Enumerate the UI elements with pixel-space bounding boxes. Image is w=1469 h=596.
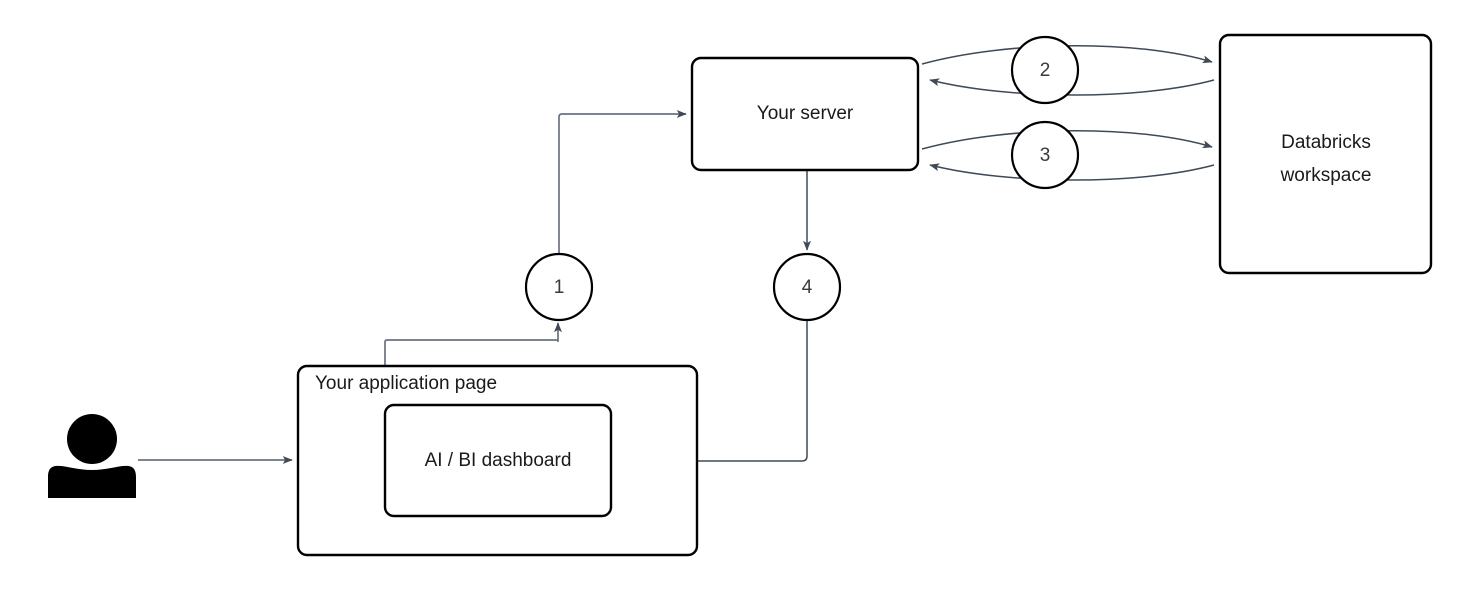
edge-step-2-server-workspace	[921, 45, 1215, 96]
edge-step-4-to-dashboard	[615, 320, 808, 465]
step-marker-3-label: 3	[1040, 145, 1051, 166]
step-marker-2[interactable]: 2	[1010, 35, 1080, 105]
node-databricks-workspace-label-line1: Databricks	[1281, 132, 1371, 153]
edge-step-3-server-workspace	[921, 130, 1215, 181]
node-your-server[interactable]: Your server	[690, 56, 920, 172]
node-databricks-workspace[interactable]: Databricks workspace	[1218, 33, 1433, 275]
node-your-server-label: Your server	[757, 103, 854, 124]
node-ai-bi-dashboard[interactable]: AI / BI dashboard	[383, 403, 613, 518]
step-marker-2-label: 2	[1040, 60, 1051, 81]
step-marker-1[interactable]: 1	[524, 252, 594, 322]
step-marker-3[interactable]: 3	[1010, 120, 1080, 190]
edge-app-page-to-step-1	[384, 322, 562, 366]
node-databricks-workspace-label-line2: workspace	[1280, 165, 1372, 186]
step-marker-1-label: 1	[554, 277, 565, 298]
step-marker-4[interactable]: 4	[772, 252, 842, 322]
step-marker-4-label: 4	[802, 277, 813, 298]
node-ai-bi-dashboard-label: AI / BI dashboard	[425, 450, 572, 471]
edge-step-1-to-server	[558, 110, 687, 255]
node-your-application-page-label: Your application page	[315, 373, 497, 394]
person-icon	[48, 414, 136, 498]
